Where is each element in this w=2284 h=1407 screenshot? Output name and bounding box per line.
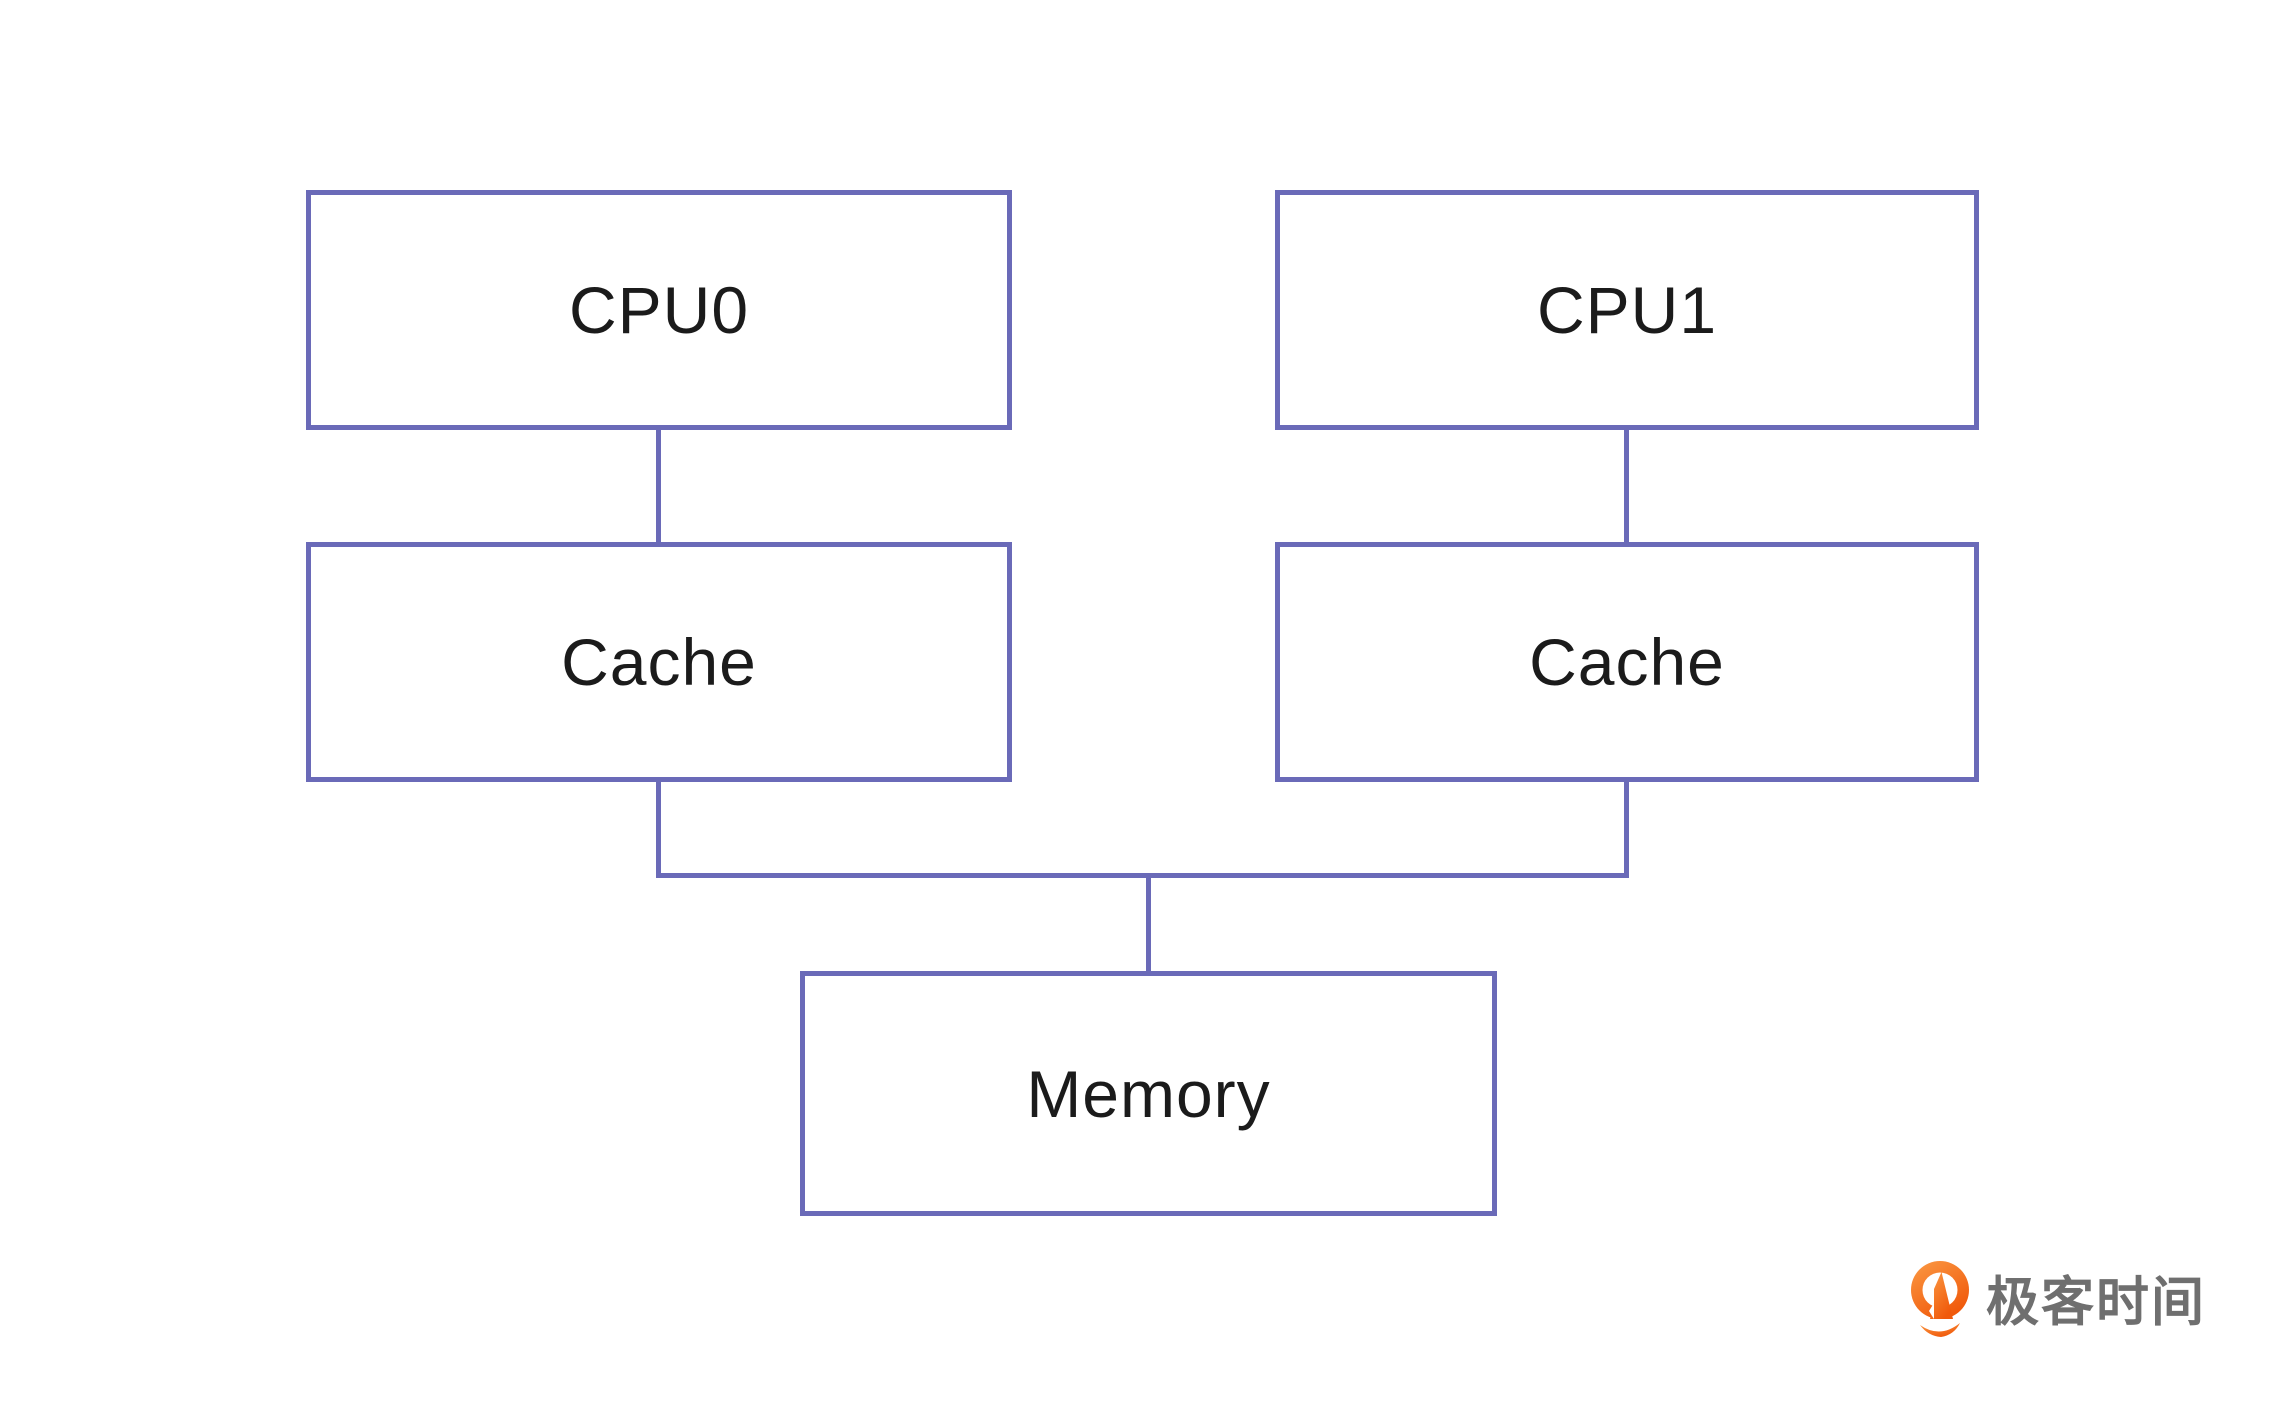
node-memory: Memory xyxy=(800,971,1497,1216)
geektime-logo-text: 极客时间 xyxy=(1986,1272,2206,1332)
node-cpu1: CPU1 xyxy=(1275,190,1979,430)
connector-cpu1-to-cache xyxy=(1624,430,1629,542)
node-cache-right-label: Cache xyxy=(1529,625,1725,699)
node-cpu1-label: CPU1 xyxy=(1536,273,1718,347)
node-cache-left-label: Cache xyxy=(561,625,757,699)
connector-cache-right-to-bus xyxy=(1624,782,1629,873)
node-cpu0: CPU0 xyxy=(306,190,1012,430)
node-cpu0-label: CPU0 xyxy=(568,273,750,347)
connector-cache-left-to-bus xyxy=(656,782,661,873)
node-cache-right: Cache xyxy=(1275,542,1979,782)
connector-cpu0-to-cache xyxy=(656,430,661,542)
connector-bus-to-memory xyxy=(1146,878,1151,971)
node-memory-label: Memory xyxy=(1026,1056,1271,1131)
node-cache-left: Cache xyxy=(306,542,1012,782)
geektime-logo: 极客时间 xyxy=(1908,1258,2206,1344)
geektime-pin-icon xyxy=(1911,1261,1969,1337)
shared-bus-line xyxy=(656,873,1629,878)
